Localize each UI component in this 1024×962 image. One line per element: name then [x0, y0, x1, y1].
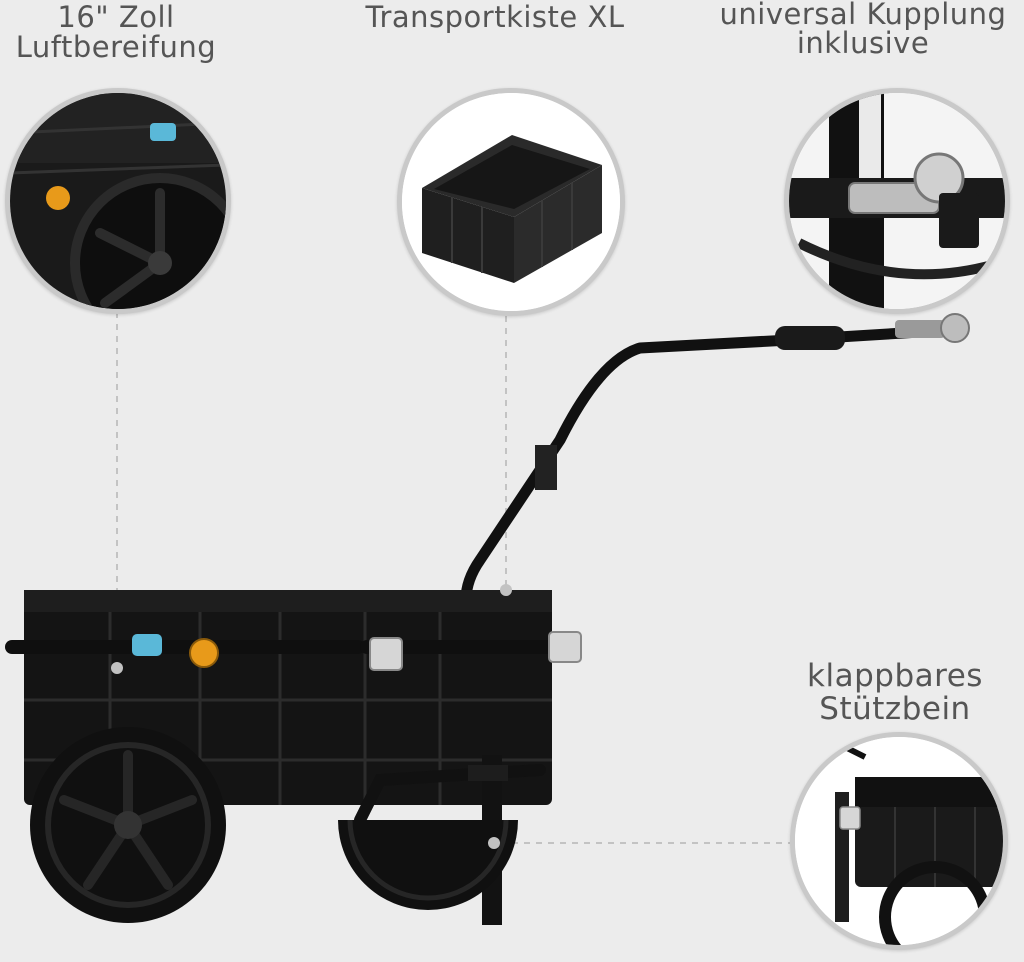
coupling-label: universal Kupplung inklusive	[698, 0, 1024, 58]
tyre-detail-image	[5, 88, 231, 314]
stand-label-line1: klappbares	[807, 658, 983, 694]
box-label-line1: Transportkiste XL	[365, 0, 625, 34]
tyre-label: 16" Zoll Luftbereifung	[0, 2, 232, 63]
box-detail-image	[397, 88, 625, 316]
stand-detail-image	[790, 732, 1008, 950]
trailer-illustration	[5, 313, 970, 925]
tyre-label-line1: 16" Zoll	[57, 0, 175, 34]
box-label: Transportkiste XL	[330, 0, 660, 34]
stand-label: klappbares Stützbein	[780, 660, 1010, 725]
coupling-detail-image	[784, 88, 1010, 314]
tyre-label-line2: Luftbereifung	[15, 30, 217, 65]
trailer-scene	[0, 300, 1000, 962]
stand-label-line2: Stützbein	[819, 690, 971, 727]
tyre-callout-dot	[111, 662, 123, 674]
coupling-label-line1: universal Kupplung	[719, 0, 1007, 31]
stand-callout-dot	[488, 837, 500, 849]
coupling-label-line2: inklusive	[796, 26, 930, 60]
box-callout-dot	[500, 584, 512, 596]
